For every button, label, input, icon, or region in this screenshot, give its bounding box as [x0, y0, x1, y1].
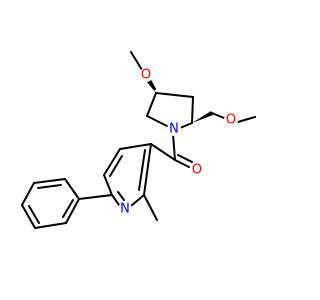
atom-label-nitrogen-pyridine: N — [120, 202, 130, 217]
atom-oxygen-right: O — [224, 113, 238, 128]
bond-n-c5 — [146, 115, 168, 127]
wedge-bond-c2-ch2 — [192, 111, 213, 123]
pyridine-ring — [103, 143, 152, 207]
bond-c5-c4 — [146, 92, 157, 117]
bond-c4-c3 — [155, 92, 194, 98]
bond-ph-c2-c3 — [33, 178, 66, 184]
phenyl-ring — [21, 178, 113, 229]
bond-o-c4 — [149, 79, 156, 90]
amide-group — [150, 133, 193, 168]
bond-carbonyl-pyridine — [150, 143, 176, 161]
bond-pyr-n-c2 — [130, 194, 145, 207]
bond-c3-c2 — [191, 96, 194, 124]
methoxy-group-top — [130, 51, 156, 90]
bond-pyr-c6-n — [111, 194, 120, 206]
bond-methyl-o-top — [130, 51, 143, 71]
molecule-structure: O N O O N — [21, 51, 256, 229]
atom-label-oxygen-right: O — [226, 113, 236, 128]
bond-pyr-phenyl — [78, 194, 113, 200]
bond-c2-n — [179, 122, 193, 129]
atom-oxygen-carbonyl: O — [190, 163, 204, 178]
atom-nitrogen-pyridine: N — [118, 202, 132, 217]
bond-ph-c4-c5-inner — [28, 205, 40, 224]
bond-ph-c4-c5 — [21, 204, 36, 229]
atom-label-oxygen-carbonyl: O — [192, 163, 202, 178]
bond-ch2-o-right — [211, 112, 225, 119]
bond-ph-c5-c6 — [34, 222, 67, 229]
bond-pyr-c4-c5-inner — [109, 155, 123, 177]
bond-carbonyl-o-2 — [177, 154, 193, 163]
atom-oxygen-top: O — [139, 68, 153, 83]
bond-pyr-c4-c5 — [103, 148, 121, 176]
bond-ph-c6-c1-inner — [62, 199, 74, 218]
pyrrolidine-ring — [146, 79, 194, 129]
bond-pyr-c2-c3-inner — [138, 149, 146, 191]
bond-ph-c2-c3-inner — [37, 184, 62, 189]
bond-ph-c3-c4 — [21, 182, 35, 206]
wedge-bond-c4-o — [146, 79, 156, 93]
bond-pyr-methyl — [143, 194, 158, 221]
bond-carbonyl-o-1 — [174, 159, 190, 168]
atom-label-nitrogen-pyrrolidine: N — [169, 122, 179, 137]
bond-pyr-c2-c3 — [143, 143, 152, 196]
bond-pyr-c6-n-inner — [117, 191, 125, 201]
bond-n-carbonyl — [172, 133, 176, 161]
methoxymethyl-group — [192, 111, 256, 123]
bond-pyr-c5-c6 — [103, 174, 113, 196]
atom-nitrogen-pyrrolidine: N — [167, 122, 181, 137]
atom-label-oxygen-top: O — [141, 68, 151, 83]
bond-ph-c1-c2 — [64, 178, 80, 200]
bond-ph-c6-c1 — [65, 198, 80, 224]
bond-pyr-c3-c4 — [119, 143, 152, 150]
bond-o-methyl-right — [237, 116, 256, 123]
